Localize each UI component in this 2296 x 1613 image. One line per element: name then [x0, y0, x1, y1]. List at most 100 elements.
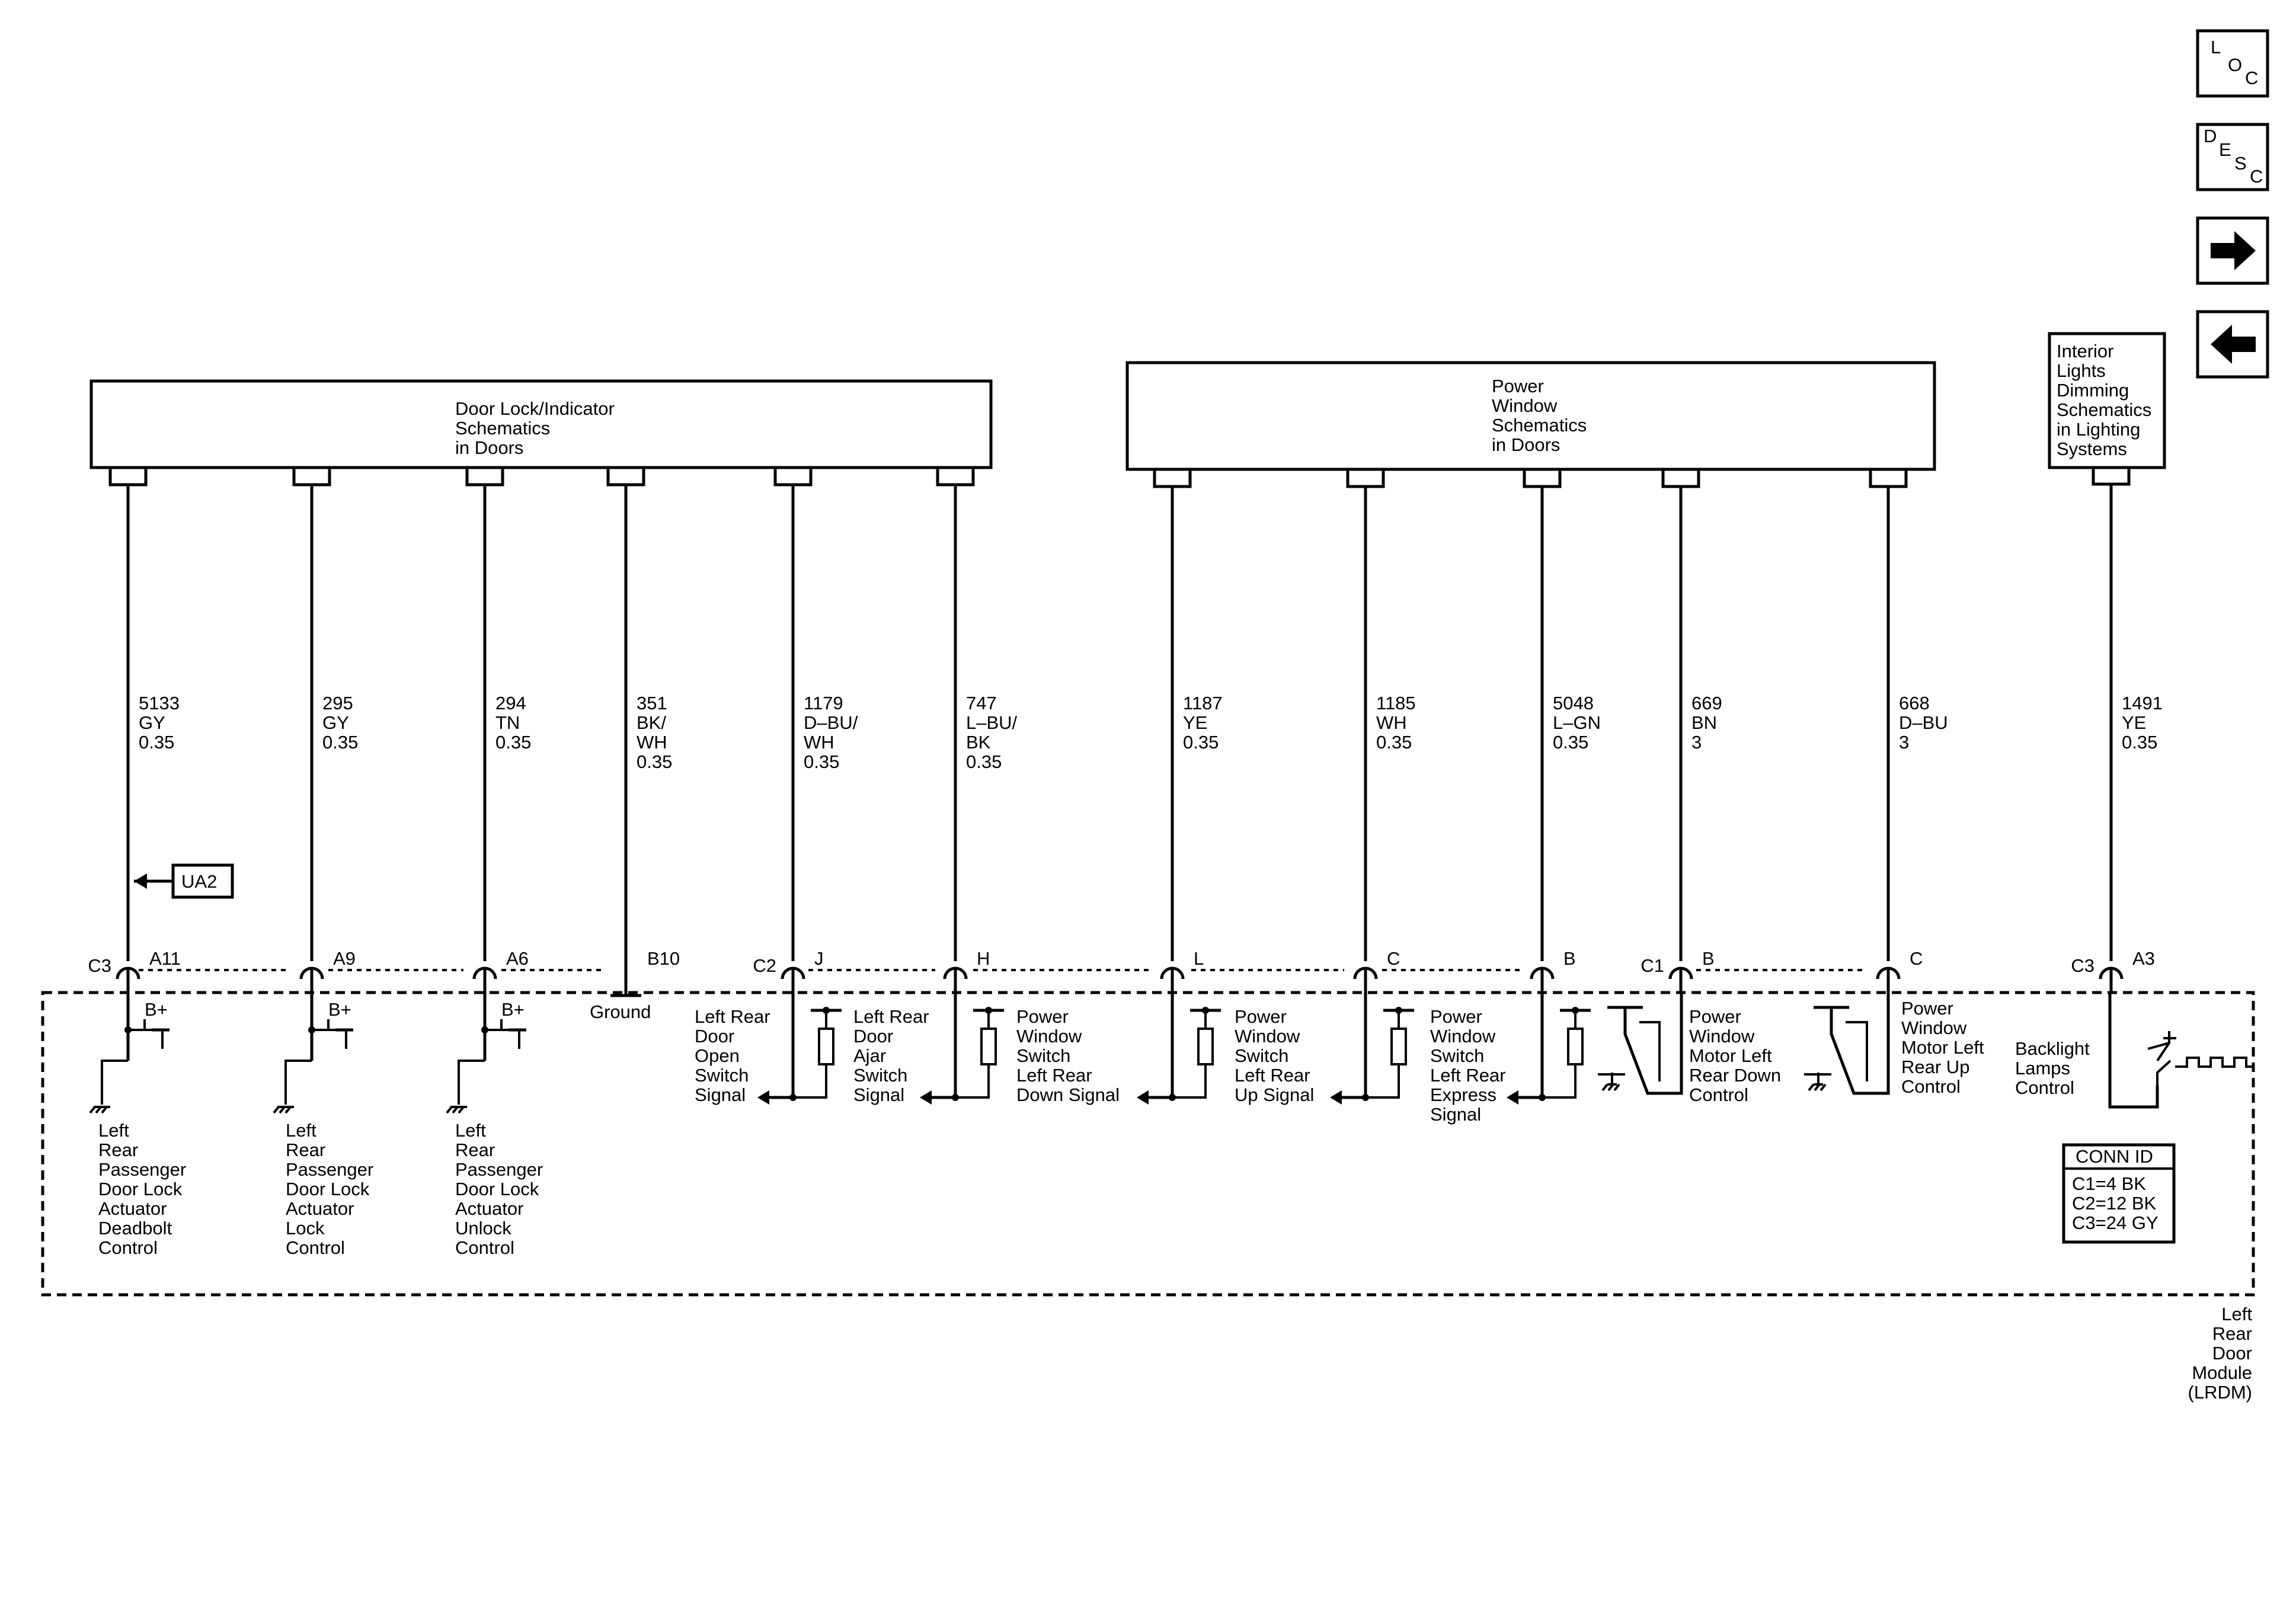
svg-text:Schematics: Schematics [1492, 415, 1587, 436]
power-window-schematics-ref[interactable]: Power Window Schematics in Doors [1125, 361, 1936, 471]
svg-text:Open: Open [695, 1045, 740, 1066]
circuit-number: 747 [966, 693, 997, 713]
pin-label: J [814, 948, 824, 969]
svg-text:Signal: Signal [1430, 1104, 1481, 1125]
svg-text:Unlock: Unlock [455, 1218, 511, 1238]
svg-text:Left: Left [455, 1120, 486, 1141]
module-boundary [41, 991, 2255, 1297]
module-label: Left Rear Door Module (LRDM) [2188, 1304, 2253, 1403]
switch-signal-1 [757, 993, 842, 1105]
svg-text:Lock: Lock [286, 1218, 325, 1238]
svg-text:Deadbolt: Deadbolt [98, 1218, 172, 1238]
svg-text:0.35: 0.35 [1376, 732, 1412, 753]
svg-text:Rear: Rear [98, 1140, 138, 1160]
svg-text:Door: Door [2212, 1343, 2252, 1364]
svg-text:0.35: 0.35 [804, 751, 839, 772]
svg-text:C: C [2250, 166, 2263, 187]
svg-text:YE: YE [1183, 712, 1207, 733]
svg-text:CONN ID: CONN ID [2076, 1146, 2153, 1167]
lock-driver-1: B+ [89, 993, 170, 1114]
svg-text:in Doors: in Doors [455, 437, 523, 458]
switch-signal-5 [1507, 993, 1591, 1105]
svg-text:Signal: Signal [853, 1084, 904, 1105]
svg-text:Window: Window [1689, 1026, 1755, 1046]
svg-text:Schematics: Schematics [2057, 399, 2151, 420]
pin-label: A3 [2132, 948, 2155, 969]
svg-text:Window: Window [1901, 1017, 1967, 1038]
lock-driver-2: B+ [273, 993, 353, 1114]
svg-text:Switch: Switch [695, 1065, 749, 1086]
loc-button[interactable]: L O C [2196, 29, 2269, 98]
circuit-number: 5133 [139, 693, 180, 713]
svg-text:Power: Power [1492, 376, 1544, 396]
svg-text:0.35: 0.35 [139, 732, 174, 753]
circuit-number: 1187 [1183, 693, 1223, 713]
pin-label: A11 [149, 948, 181, 969]
interior-lights-schematics-ref[interactable]: Interior Lights Dimming Schematics in Li… [2048, 332, 2166, 469]
switch-signal-3 [1137, 993, 1221, 1105]
svg-text:Ajar: Ajar [853, 1045, 886, 1066]
door-lock-schematics-ref[interactable]: Door Lock/Indicator Schematics in Doors [89, 379, 993, 469]
conn-id-box: CONN ID C1=4 BK C2=12 BK C3=24 GY [2062, 1143, 2176, 1244]
svg-text:Signal: Signal [695, 1084, 746, 1105]
svg-text:Door Lock: Door Lock [286, 1179, 370, 1199]
svg-text:Control: Control [2015, 1077, 2074, 1098]
circuit-number: 669 [1691, 693, 1722, 713]
connector-label: C3 [2071, 955, 2094, 976]
svg-text:Left Rear: Left Rear [853, 1006, 929, 1027]
ua2-reference[interactable]: UA2 [134, 863, 234, 899]
svg-text:0.35: 0.35 [1183, 732, 1219, 753]
svg-text:Motor Left: Motor Left [1901, 1037, 1984, 1058]
b-plus-label: B+ [501, 999, 525, 1020]
svg-text:in Lighting: in Lighting [2057, 419, 2140, 440]
b-plus-label: B+ [328, 999, 351, 1020]
lock-driver-3: B+ [446, 993, 526, 1114]
svg-text:Systems: Systems [2057, 439, 2127, 459]
svg-text:BK/: BK/ [637, 712, 666, 733]
svg-text:Dimming: Dimming [2057, 380, 2129, 401]
svg-text:Power: Power [1901, 998, 1953, 1019]
svg-text:Left Rear: Left Rear [1016, 1065, 1092, 1086]
arrow-right-icon [2211, 231, 2256, 270]
svg-text:BK: BK [966, 732, 991, 753]
pin-label: C [1387, 948, 1400, 969]
svg-text:Left: Left [98, 1120, 129, 1141]
svg-text:Passenger: Passenger [286, 1159, 373, 1180]
prev-button[interactable] [2196, 310, 2269, 379]
svg-text:Left Rear: Left Rear [1235, 1065, 1310, 1086]
svg-text:Control: Control [286, 1237, 345, 1258]
svg-text:Left: Left [2221, 1304, 2252, 1324]
pin-label: C [1910, 948, 1923, 969]
svg-text:O: O [2228, 55, 2242, 75]
svg-text:D–BU: D–BU [1899, 712, 1948, 733]
next-button[interactable] [2196, 216, 2269, 285]
svg-text:Motor Left: Motor Left [1689, 1045, 1772, 1066]
svg-text:Door Lock: Door Lock [455, 1179, 539, 1199]
circuit-number: 294 [495, 693, 526, 713]
svg-text:WH: WH [804, 732, 834, 753]
desc-button[interactable]: D E S C [2196, 123, 2269, 191]
svg-text:WH: WH [1376, 712, 1407, 733]
svg-text:Rear: Rear [455, 1140, 495, 1160]
svg-text:Lamps: Lamps [2015, 1058, 2070, 1078]
svg-text:Rear: Rear [286, 1140, 325, 1160]
